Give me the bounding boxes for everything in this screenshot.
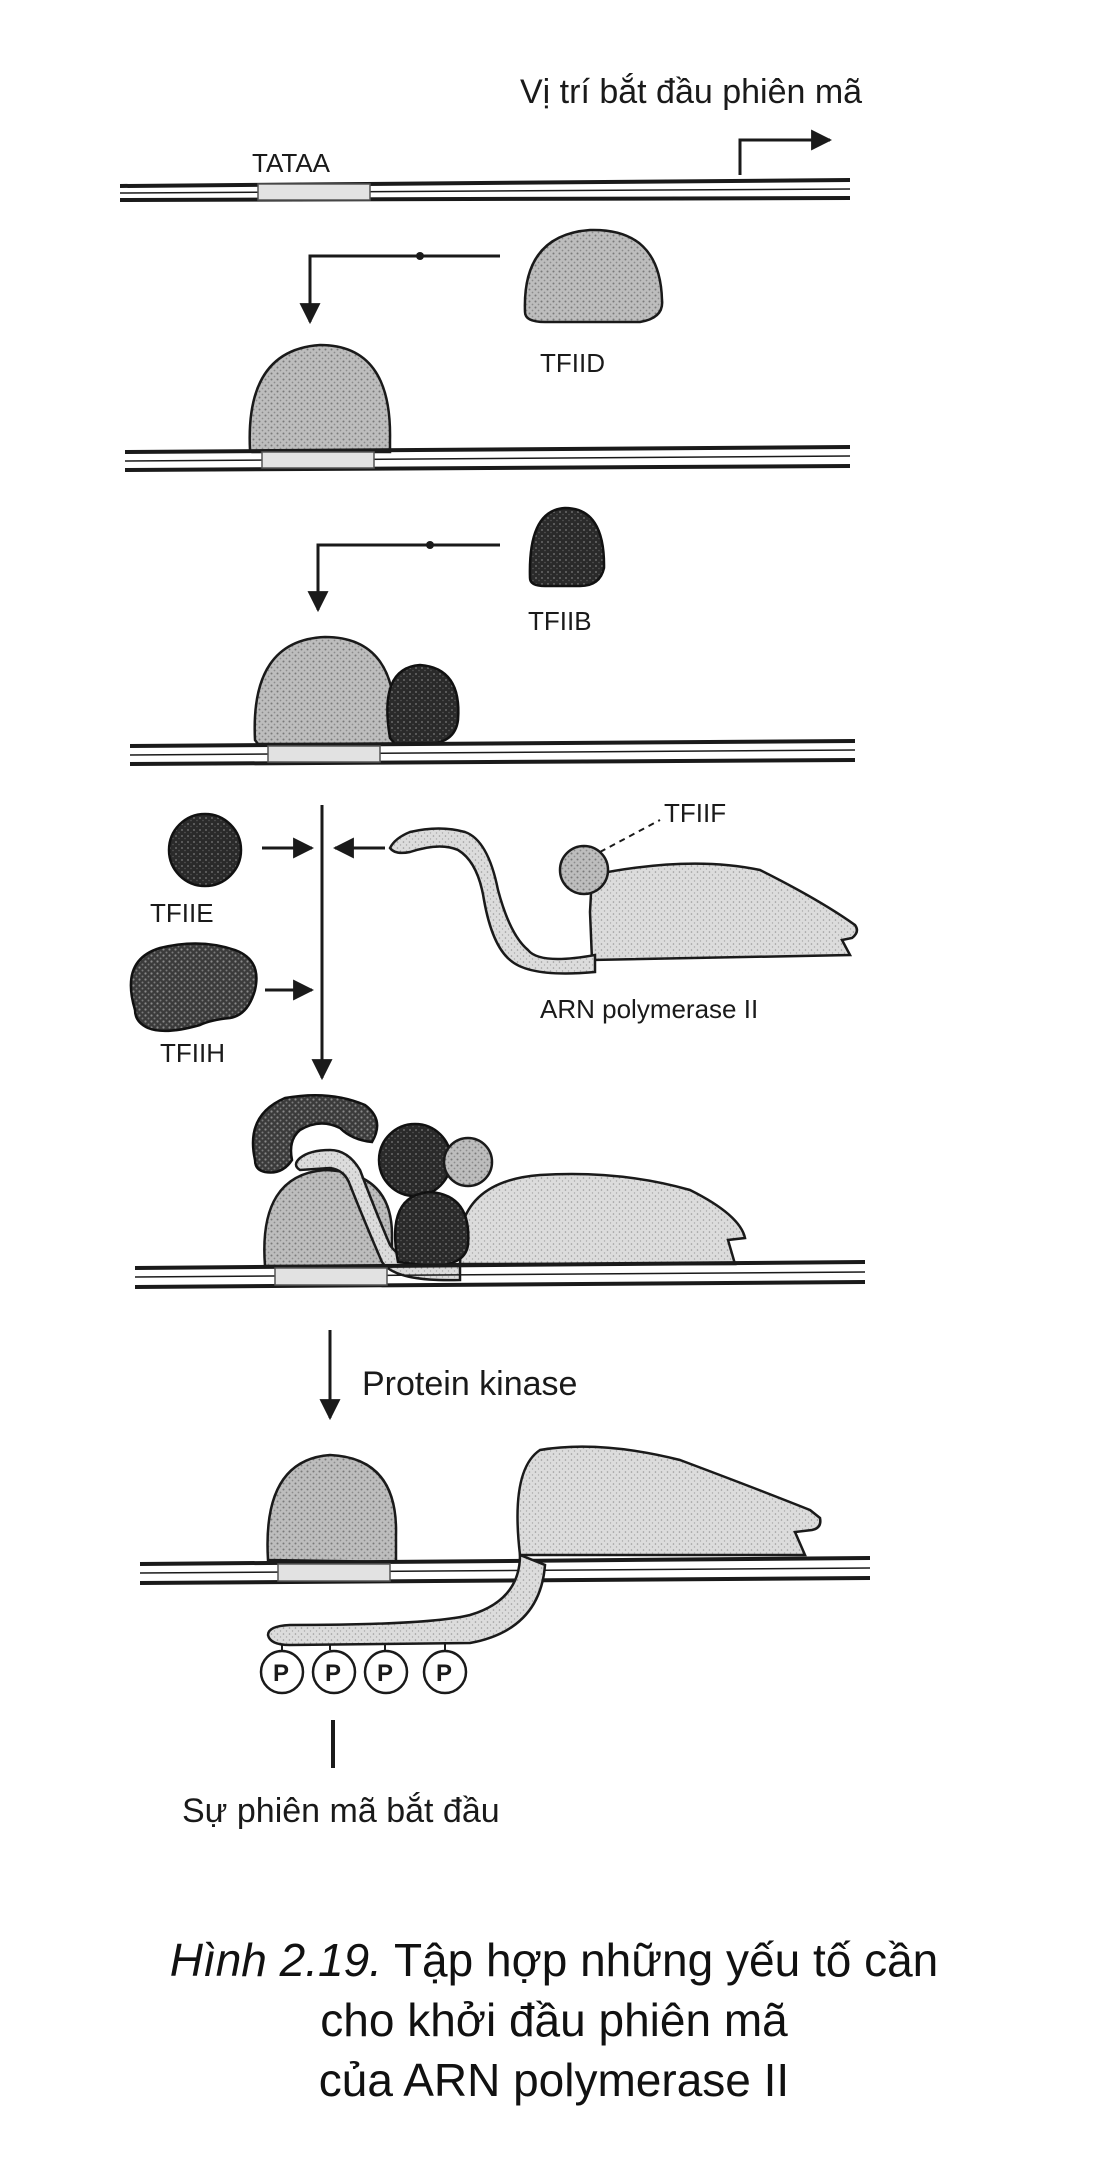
tata-box [261, 451, 375, 469]
tfiif-leader [599, 819, 661, 853]
pol2-ctd-tail [266, 1553, 547, 1647]
phosphate-label: P [377, 1660, 393, 1687]
caption-text-1: Tập hợp những yếu tố cần [393, 1934, 939, 1986]
tfiib-bound [393, 1190, 470, 1268]
tata-box [267, 745, 381, 763]
figure-caption-line3: của ARN polymerase II [318, 2054, 790, 2106]
stage-1: Vị trí bắt đầu phiên mã TATAA [119, 73, 862, 202]
figure-number: Hình 2.19. [169, 1934, 382, 1986]
pol2-body [588, 862, 859, 962]
step-phosphorylation: Protein kinase [319, 1330, 577, 1421]
stage-4 [134, 1094, 866, 1289]
tfiid-bound [266, 1453, 398, 1564]
dna-strand [134, 1260, 866, 1289]
figure-caption-line1: Hình 2.19. Tập hợp những yếu tố cần [0, 1930, 1108, 1990]
dna-strand [119, 178, 851, 202]
tfiih-bound [251, 1094, 379, 1174]
start-site-label: Vị trí bắt đầu phiên mã [520, 73, 862, 111]
dna-strand [129, 739, 856, 766]
step-arrow [299, 254, 500, 325]
tfiie-shape [167, 812, 243, 888]
stage-2 [124, 343, 851, 472]
pol2-body [458, 1172, 747, 1266]
phosphate-group: P P P P [259, 1642, 468, 1695]
dna-strand [139, 1556, 871, 1585]
tfiib-label: TFIIB [528, 606, 592, 636]
step-add-tfiib: TFIIB [307, 506, 606, 636]
tfiih-label: TFIIH [160, 1038, 225, 1068]
pol2-label: ARN polymerase II [540, 994, 758, 1024]
tfiid-shape [523, 228, 664, 324]
dna-strand [124, 445, 851, 472]
start-site-arrow [738, 129, 833, 175]
phosphate-circle [259, 1649, 305, 1695]
step-add-pol2: TFIIE TFIIH TFIIF ARN polymerase II [129, 798, 859, 1081]
step-add-tfiid: TFIID [299, 228, 664, 378]
tata-label: TATAA [252, 148, 331, 178]
phosphate-circle [311, 1649, 357, 1695]
figure-caption-line2: cho khởi đầu phiên mã [320, 1994, 788, 2046]
tata-box [277, 1563, 391, 1582]
tfiie-label: TFIIE [150, 898, 214, 928]
start-label: Sự phiên mã bắt đầu [182, 1792, 500, 1830]
tfiid-bound [248, 343, 392, 454]
pol2-ctd-tail [388, 827, 597, 975]
tfiie-bound [377, 1122, 453, 1198]
tata-box [274, 1267, 388, 1286]
kinase-label: Protein kinase [362, 1365, 577, 1403]
tfiid-bound [253, 635, 397, 746]
phosphate-label: P [436, 1660, 452, 1687]
step-arrow [307, 543, 500, 613]
pol2-body [516, 1445, 822, 1557]
tfiid-label: TFIID [540, 348, 605, 378]
tata-box [257, 183, 371, 201]
tfiib-bound [386, 663, 460, 746]
phosphate-circle [363, 1649, 409, 1695]
tfiif-bound [442, 1136, 494, 1188]
stage-3 [129, 635, 856, 766]
tfiib-shape [528, 506, 606, 588]
tfiih-shape [129, 942, 258, 1033]
phosphate-circle [422, 1649, 468, 1695]
phosphate-label: P [325, 1660, 341, 1687]
tfiif-shape [558, 844, 610, 896]
phosphate-label: P [273, 1660, 289, 1687]
tfiif-label: TFIIF [664, 798, 726, 828]
stage-5: P P P P Sự phiên mã bắt đầu [139, 1445, 871, 1830]
